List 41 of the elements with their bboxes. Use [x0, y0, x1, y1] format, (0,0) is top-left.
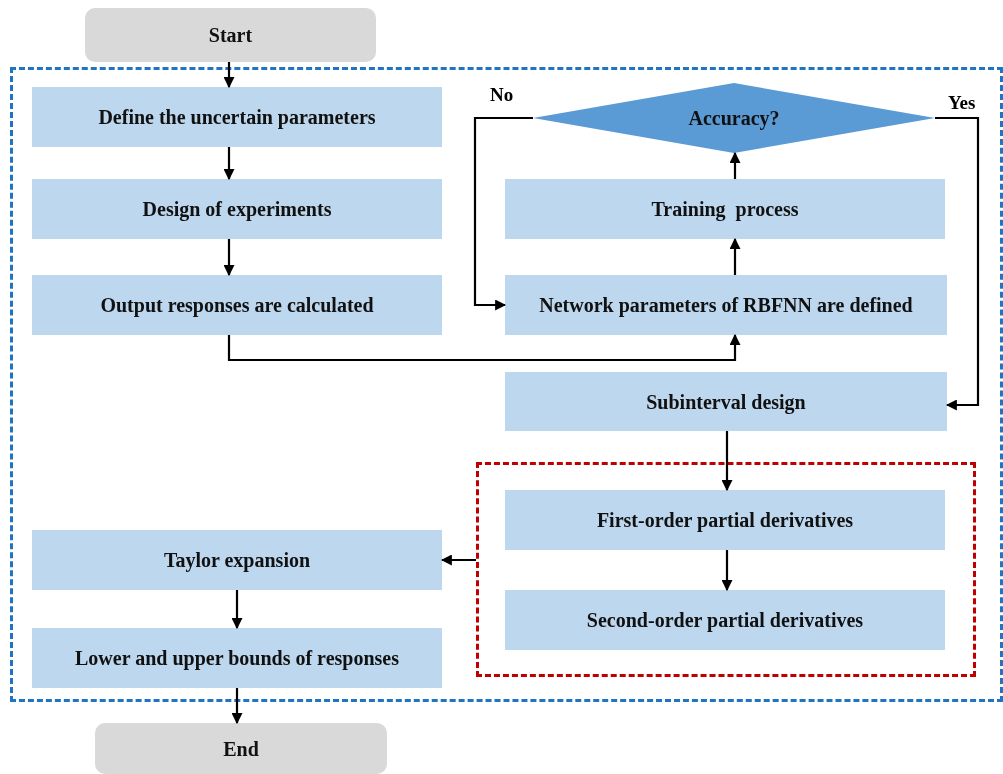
arrow [729, 237, 741, 275]
arrow [231, 688, 243, 725]
box-label: Subinterval design [646, 389, 806, 414]
arrow [729, 151, 741, 179]
decision-diamond [533, 83, 935, 153]
process-box [505, 590, 945, 650]
box-label: Define the uncertain parameters [98, 105, 376, 129]
terminal-box [95, 723, 387, 774]
process-box [505, 372, 947, 431]
arrow [223, 62, 235, 89]
arrow [223, 239, 235, 277]
dashed-group-frame [476, 462, 976, 677]
box-label: Design of experiments [142, 197, 332, 221]
process-box [32, 275, 442, 335]
box-label: Lower and upper bounds of responses [75, 646, 399, 670]
box-label: End [223, 736, 259, 761]
arrow [227, 333, 741, 362]
box-label: Start [208, 23, 253, 47]
terminal-box [85, 8, 376, 62]
process-box [505, 179, 945, 239]
arrow [473, 116, 533, 311]
box-label: Second-order partial derivatives [586, 608, 864, 632]
arrow [223, 147, 235, 181]
process-box [505, 490, 945, 550]
box-label: Training process [651, 197, 799, 221]
box-label: Taylor expansion [163, 548, 311, 572]
arrow [440, 554, 476, 566]
arrow [935, 116, 980, 411]
process-box [32, 530, 442, 590]
dashed-group-frame [10, 67, 1003, 702]
arrow [231, 590, 243, 630]
process-box [32, 179, 442, 239]
box-label: First-order partial derivatives [596, 508, 854, 532]
process-box [505, 275, 947, 335]
process-box [32, 628, 442, 688]
process-box [32, 87, 442, 147]
arrow [721, 550, 733, 592]
box-label: Accuracy? [688, 106, 780, 130]
arrow [721, 431, 733, 492]
box-label: Network parameters of RBFNN are defined [539, 293, 913, 317]
box-label: Output responses are calculated [100, 293, 374, 317]
